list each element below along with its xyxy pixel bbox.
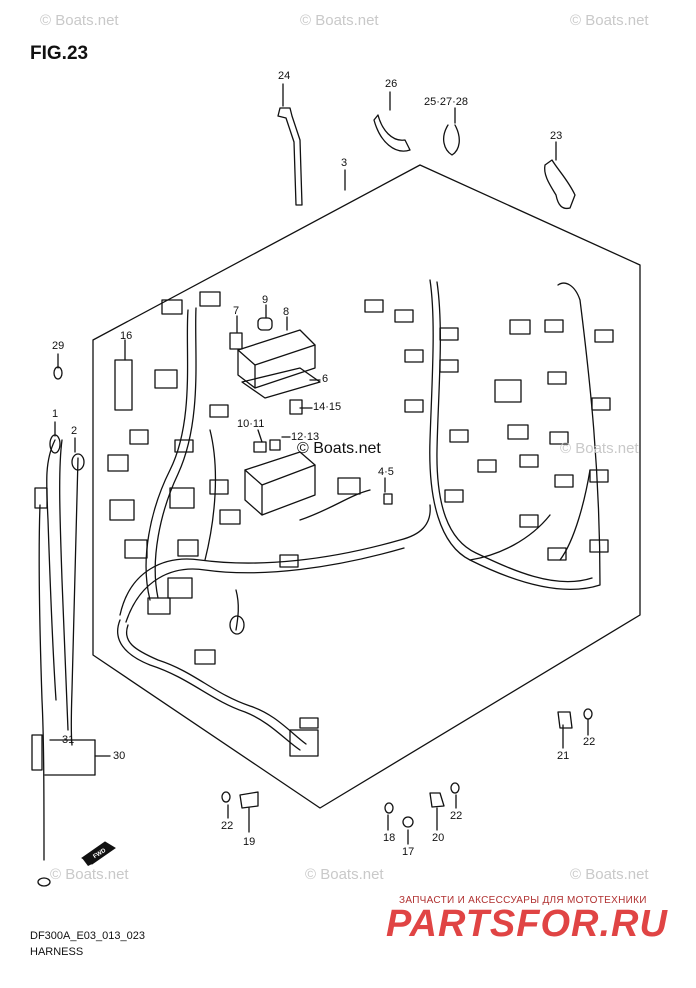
callout-26: 26 bbox=[385, 78, 398, 90]
watermark-bottom-left: © Boats.net bbox=[50, 866, 129, 883]
watermark-top-center: © Boats.net bbox=[300, 12, 379, 29]
watermark-mid-right: © Boats.net bbox=[560, 440, 639, 457]
callout-20: 20 bbox=[432, 832, 445, 844]
callout-22-right: 22 bbox=[583, 736, 596, 748]
callout-31: 31 bbox=[62, 734, 75, 746]
watermark-bottom-right: © Boats.net bbox=[570, 866, 649, 883]
figure-name: HARNESS bbox=[30, 946, 84, 958]
callout-21: 21 bbox=[557, 750, 570, 762]
shop-tagline: ЗАПЧАСТИ И АКСЕССУАРЫ ДЛЯ МОТОТЕХНИКИ bbox=[399, 895, 647, 906]
callout-1: 1 bbox=[52, 408, 59, 420]
callout-17: 17 bbox=[402, 846, 415, 858]
callout-22-left: 22 bbox=[221, 820, 234, 832]
figure-code: DF300A_E03_013_023 bbox=[30, 930, 145, 942]
callout-25-27-28: 25·27·28 bbox=[424, 96, 469, 108]
callout-16: 16 bbox=[120, 330, 133, 342]
callout-4-5: 4·5 bbox=[378, 466, 394, 478]
callout-2: 2 bbox=[71, 425, 78, 437]
watermark-center: © Boats.net bbox=[297, 440, 381, 457]
callout-14-15: 14·15 bbox=[313, 401, 342, 413]
callout-19: 19 bbox=[243, 836, 256, 848]
callout-9: 9 bbox=[262, 294, 269, 306]
callout-12-13: 12·13 bbox=[291, 431, 320, 443]
callout-29: 29 bbox=[52, 340, 65, 352]
frame-box bbox=[92, 164, 641, 809]
callout-30: 30 bbox=[113, 750, 126, 762]
callout-6: 6 bbox=[322, 373, 329, 385]
callout-24: 24 bbox=[278, 70, 291, 82]
watermark-top-left: © Boats.net bbox=[40, 12, 119, 29]
shop-brand-logo: PARTSFOR.RU bbox=[386, 903, 668, 945]
watermark-bottom-center: © Boats.net bbox=[305, 866, 384, 883]
figure-title: FIG.23 bbox=[30, 43, 89, 64]
callout-18: 18 bbox=[383, 832, 396, 844]
fwd-arrow-icon bbox=[81, 841, 116, 866]
callout-7: 7 bbox=[233, 305, 240, 317]
callout-3: 3 bbox=[341, 157, 348, 169]
callout-10-11: 10·11 bbox=[237, 418, 265, 430]
callout-8: 8 bbox=[283, 306, 290, 318]
callout-22-mid: 22 bbox=[450, 810, 463, 822]
callout-23: 23 bbox=[550, 130, 563, 142]
watermark-top-right: © Boats.net bbox=[570, 12, 649, 29]
